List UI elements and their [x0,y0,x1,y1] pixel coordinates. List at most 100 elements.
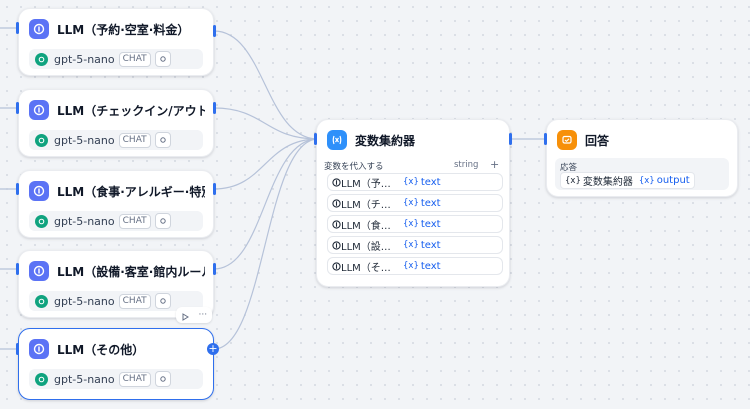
answer-icon [557,130,577,150]
response-label: 応答 [560,163,578,173]
llm-node-facilities[interactable]: LLM（設備·客室·館内ルール） gpt-5-nano CHAT [18,250,214,318]
model-selector[interactable]: gpt-5-nano CHAT [29,130,203,150]
source-node: LLM（チ… [341,199,391,211]
llm-icon [29,19,49,39]
variable-aggregator-node[interactable]: 変数集約器 変数を代入する string + LLM（予… {x} text L… [316,119,510,287]
variable-name: text [420,218,441,230]
model-name: gpt-5-nano [54,214,115,228]
llm-node-checkin[interactable]: LLM（チェックイン/アウト·送迎·フ gpt-5-nano CHAT [18,89,214,157]
mode-badge: CHAT [118,213,151,229]
llm-icon [29,100,49,120]
type-label: string [454,160,479,170]
model-selector[interactable]: gpt-5-nano CHAT [29,49,203,69]
edge-llm5-aggregator [213,138,319,350]
play-icon[interactable] [181,306,189,325]
var-prefix: {x} [403,261,419,271]
variable-name: text [420,239,441,251]
input-handle[interactable] [16,263,19,275]
mode-badge: CHAT [118,371,151,387]
mode-badge: CHAT [118,51,151,67]
model-name: gpt-5-nano [54,133,115,147]
source-node: LLM（食… [341,220,391,232]
mode-badge: CHAT [118,293,151,309]
output-handle[interactable] [213,102,216,114]
variable-icon [327,130,347,150]
model-name: gpt-5-nano [54,294,115,308]
model-settings-icon[interactable] [154,371,171,387]
llm-small-icon [332,261,341,271]
var-prefix: {x} [403,177,419,187]
model-name: gpt-5-nano [54,372,115,386]
node-title: LLM（その他） [57,342,145,357]
input-handle[interactable] [544,133,547,145]
model-settings-icon[interactable] [154,213,171,229]
output-handle[interactable] [213,183,216,195]
source-node: LLM（そ… [341,262,391,274]
model-settings-icon[interactable] [154,132,171,148]
source-node: LLM（予… [341,178,391,190]
node-title: LLM（予約·空室·料金） [57,22,190,37]
variable-row[interactable]: LLM（設… {x} text [327,236,503,254]
input-handle[interactable] [16,102,19,114]
variable-row[interactable]: LLM（予… {x} text [327,173,503,191]
input-handle[interactable] [16,22,19,34]
var-prefix: {x} [403,240,419,250]
var-prefix: {x} [403,198,419,208]
model-selector[interactable]: gpt-5-nano CHAT [29,211,203,231]
output-handle[interactable] [509,133,512,145]
variable-name: text [420,197,441,209]
input-handle[interactable] [314,133,317,145]
llm-node-other[interactable]: LLM（その他） gpt-5-nano CHAT [18,328,214,400]
edge-llm1-aggregator [213,30,319,140]
model-selector[interactable]: gpt-5-nano CHAT [29,369,203,389]
model-selector[interactable]: gpt-5-nano CHAT [29,291,203,311]
edge-llm2-aggregator [213,107,319,140]
llm-node-reservation[interactable]: LLM（予約·空室·料金） gpt-5-nano CHAT [18,8,214,76]
ref-node-name: 変数集約器 [582,177,633,188]
openai-icon [35,372,48,386]
node-title: LLM（食事·アレルギー·特別対応 [57,184,205,199]
llm-small-icon [332,240,341,250]
variable-row[interactable]: LLM（食… {x} text [327,215,503,233]
node-toolbar: ··· [176,307,212,323]
var-prefix: {x} [638,175,655,186]
llm-small-icon [332,198,341,208]
add-next-node-button[interactable]: + [207,342,219,355]
llm-icon [29,261,49,281]
llm-icon [29,339,49,359]
answer-node[interactable]: 回答 応答 {x} 変数集約器 {x} output [546,119,738,197]
output-handle[interactable] [213,25,216,37]
variable-row[interactable]: LLM（チ… {x} text [327,194,503,212]
openai-icon [35,133,48,147]
source-node: LLM（設… [341,241,391,253]
var-prefix: {x} [403,219,419,229]
node-title: LLM（設備·客室·館内ルール） [57,264,205,279]
llm-small-icon [332,219,341,229]
variable-row[interactable]: LLM（そ… {x} text [327,257,503,275]
answer-content[interactable]: 応答 {x} 変数集約器 {x} output [555,158,729,190]
input-handle[interactable] [16,183,19,195]
mode-badge: CHAT [118,132,151,148]
more-icon[interactable]: ··· [198,310,208,320]
variable-name: text [420,176,441,188]
model-settings-icon[interactable] [154,293,171,309]
assign-variables-label: 変数を代入する [324,162,384,172]
node-title: 変数集約器 [355,133,416,148]
llm-node-meals[interactable]: LLM（食事·アレルギー·特別対応 gpt-5-nano CHAT [18,170,214,238]
node-title: 回答 [585,133,610,148]
output-handle[interactable] [213,263,216,275]
model-name: gpt-5-nano [54,52,115,66]
variable-name: text [420,260,441,272]
answer-variable-ref: {x} 変数集約器 {x} output [560,172,695,189]
node-title: LLM（チェックイン/アウト·送迎·フ [57,103,205,118]
openai-icon [35,294,48,308]
model-settings-icon[interactable] [154,51,171,67]
llm-icon [29,181,49,201]
var-prefix: {x} [565,175,581,186]
input-handle[interactable] [16,343,19,355]
edge-llm3-aggregator [213,138,319,190]
add-variable-button[interactable]: + [490,158,500,171]
openai-icon [35,52,48,66]
ref-variable-name: output [656,175,690,186]
